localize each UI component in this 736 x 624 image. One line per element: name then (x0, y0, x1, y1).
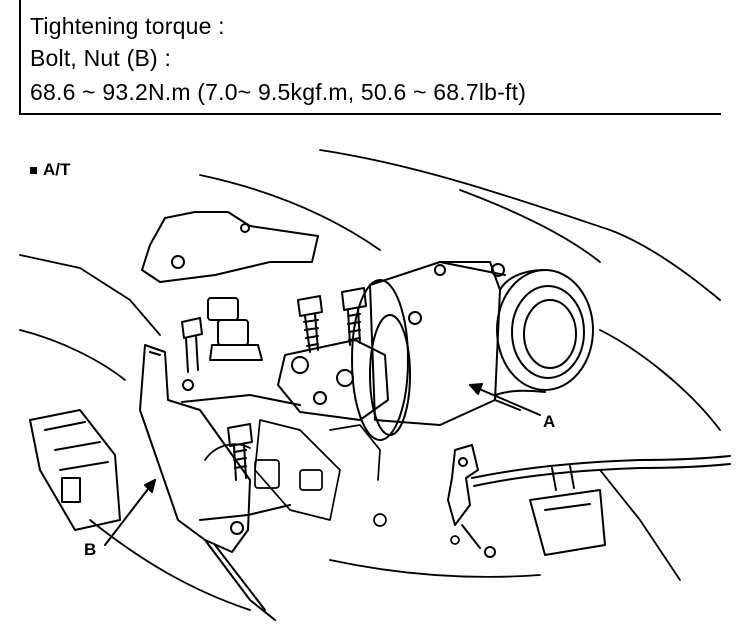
upper-bracket (141, 211, 319, 283)
bolt-upper-right (341, 287, 367, 346)
mount-diagram (19, 149, 731, 621)
bolt-left (181, 317, 203, 391)
cable-clip (447, 444, 496, 558)
left-panel (29, 409, 121, 531)
section-label-text: A/T (43, 160, 71, 179)
callout-a-label: A (543, 412, 556, 431)
torque-spec-box: Tightening torque : Bolt, Nut (B) : 68.6… (0, 0, 736, 116)
bolt-lower (227, 423, 253, 481)
engine-detail (204, 419, 460, 545)
callout-a-arrow (469, 383, 541, 416)
callout-b-label: B (84, 540, 97, 559)
section-label: A/T (30, 160, 70, 180)
spec-fastener: Bolt, Nut (B) : (30, 45, 172, 71)
spec-left-rule (19, 0, 21, 114)
bolt-upper-left (297, 295, 323, 353)
spec-bottom-rule (19, 113, 721, 115)
bullet-icon (30, 166, 37, 174)
mount-insulator (351, 261, 594, 441)
lower-right-block (529, 489, 606, 556)
wire (471, 455, 731, 491)
callout-b-arrow (104, 479, 156, 546)
spec-torque-value: 68.6 ~ 93.2N.m (7.0~ 9.5kgf.m, 50.6 ~ 68… (30, 79, 527, 105)
connector (207, 297, 263, 361)
background-outlines (19, 149, 721, 611)
support-bracket (139, 344, 301, 621)
spec-title: Tightening torque : (30, 13, 225, 39)
